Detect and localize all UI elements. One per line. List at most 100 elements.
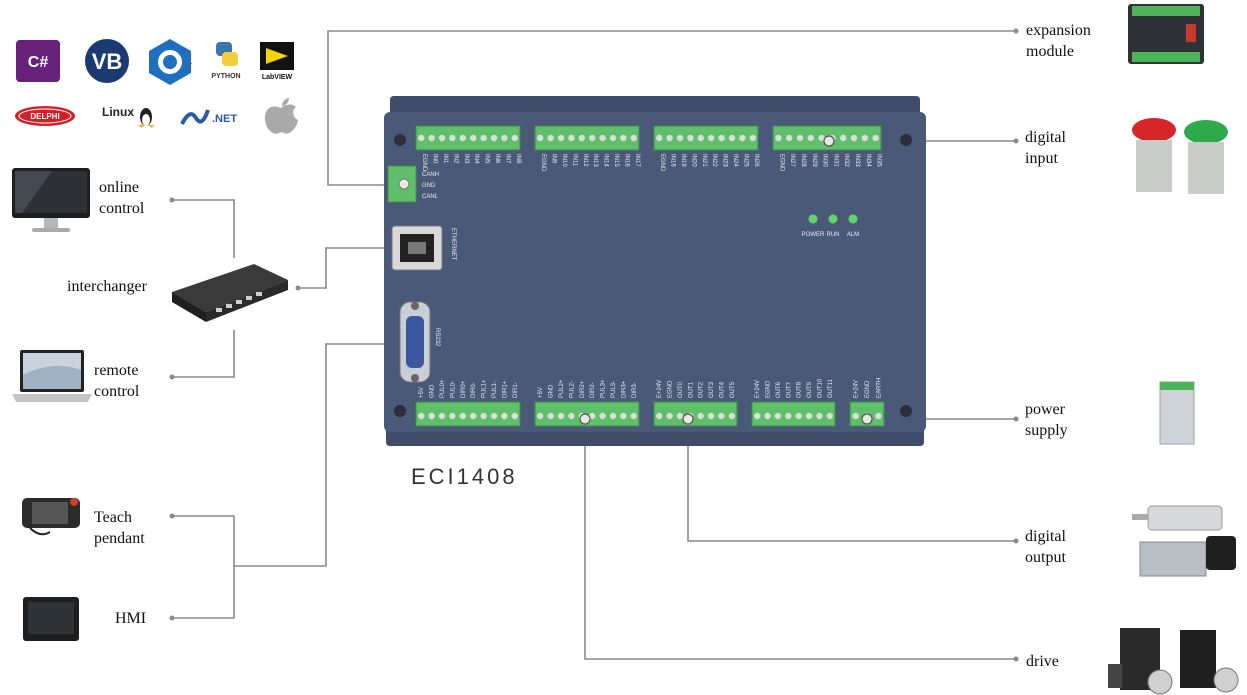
pin-label: IN20 [690,154,696,167]
drive-label: drive [1026,653,1059,670]
pin-label: IN4 [473,154,479,164]
wire-teach-pendant [172,515,235,619]
pin-label: IN29 [811,154,817,167]
pin-label: E+24V [755,380,761,398]
status-leds [808,214,858,224]
pin-label: EARTH [876,378,882,398]
pin-label: EGND [668,380,674,398]
pin-label: OUT7 [786,381,792,398]
pin-label: IN15 [613,154,619,167]
pin-label: IN13 [592,154,598,167]
pin-label: PUL2+ [559,379,565,398]
wire-rs232 [234,343,406,567]
pin-label: OUT2 [699,381,705,398]
network-switch-icon [172,264,288,322]
pin-label: DIR3+ [621,380,627,398]
push-button-icon [1132,118,1228,194]
svg-text:DELPHI: DELPHI [30,112,59,121]
power-supply-icon [1159,381,1195,445]
teach-pendant-icon [22,498,80,536]
pin-label: IN33 [854,154,860,167]
pin-label: OUT1 [688,381,694,398]
pin-label: IN12 [582,154,588,167]
ethernet-label: ETHERNET [450,228,456,261]
cpp-logo-icon: C++ [149,39,192,85]
pin-label: PUL2- [569,381,575,398]
pin-label: IN24 [732,154,738,167]
pin-label: GND [430,384,436,398]
pin-label: OUT6 [776,381,782,398]
pin-label: GND [549,384,555,398]
wire-ethernet [298,247,406,289]
pin-label: OUT8 [797,381,803,398]
pin-label: OUT11 [828,378,834,398]
pin-label: IN5 [484,154,490,164]
pin-label: IN32 [843,154,849,167]
svg-text:C#: C# [28,54,49,71]
pin-label: IN34 [865,154,871,167]
pin-label: EGND [766,380,772,398]
pin-label: IN1 [442,154,448,164]
expansion-module-icon [1128,4,1204,64]
pin-label: OUT3 [709,381,715,398]
linux-logo-icon: Linux [102,105,154,128]
pin-label: IN21 [701,154,707,167]
pin-label: OUT10 [817,378,823,398]
pin-label: PUL0+ [440,379,446,398]
pin-label: DIR2+ [580,380,586,398]
pin-label: IN11 [571,154,577,167]
labview-logo-icon: LabVIEW [260,42,294,81]
pin-label: IN19 [680,154,686,167]
svg-text:Linux: Linux [102,105,134,119]
monitor-icon [12,168,90,232]
wire-expansion-module [327,30,1016,186]
pin-label: PUL0- [450,381,456,398]
pin-label: EGND [778,154,784,172]
hmi-label: HMI [115,610,147,627]
pin-label: IN30 [822,154,828,167]
pin-label: DIR3- [632,382,638,398]
pin-label: IN26 [753,154,759,167]
pin-label: PUL1- [492,381,498,398]
svg-text:PYTHON: PYTHON [211,73,240,80]
can-pin-label: CANL [422,194,439,200]
hmi-screen-icon [23,597,79,641]
pin-label: EGND [421,154,427,172]
python-logo-icon: PYTHON [211,42,241,80]
can-pin-label: CANH [422,172,439,178]
pin-label: IN6 [494,154,500,164]
dotnet-logo-icon: .NET [180,109,237,125]
pin-label: DIR1- [513,382,519,398]
svg-text:VB: VB [92,49,123,74]
pin-label: DIR2- [590,382,596,398]
pin-label: IN2 [452,154,458,164]
pin-label: EGND [865,380,871,398]
pin-label: DIR0- [471,382,477,398]
csharp-logo-icon: C# [16,40,60,82]
led-label: ALM [847,232,859,238]
apple-logo-icon [264,98,298,134]
can-pin-label: GND [422,183,436,189]
model-name: ECI1408 [411,464,518,489]
rs232-label: RS232 [434,328,440,347]
pin-label: OUT9 [807,381,813,398]
svg-text:LabVIEW: LabVIEW [262,74,293,81]
pin-label: OUT0 [678,381,684,398]
wire-remote-control [172,330,235,378]
interchanger-label: interchanger [67,278,147,295]
pin-label: IN7 [504,154,510,164]
led-label: RUN [827,232,840,238]
pin-label: +5V [538,387,544,398]
pin-label: IN0 [432,154,438,164]
pin-label: IN25 [742,154,748,167]
vb-logo-icon: VB [85,39,129,83]
